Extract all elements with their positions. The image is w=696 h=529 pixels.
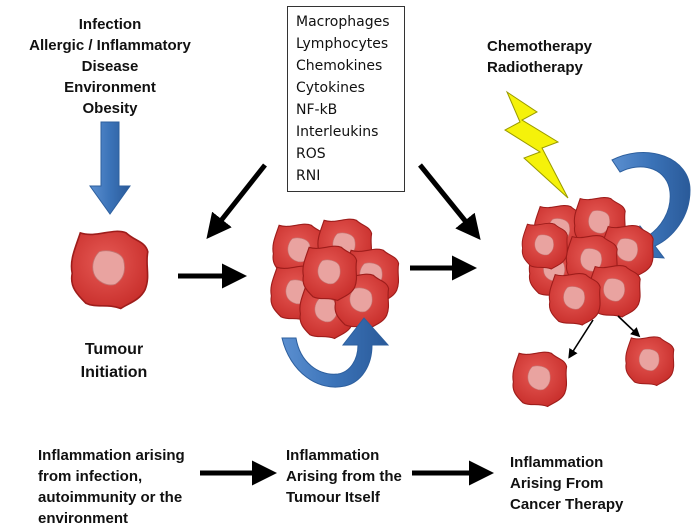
bottom-left-line: Inflammation arising bbox=[38, 447, 185, 464]
cause-environment: Environment bbox=[64, 79, 156, 96]
factor-item: Macrophages bbox=[296, 14, 390, 30]
factor-item: Interleukins bbox=[296, 124, 379, 140]
factor-item: NF-kB bbox=[296, 102, 338, 118]
bottom-label-infection: Inflammation arising from infection, aut… bbox=[38, 445, 238, 529]
arrow-factors-to-therapy bbox=[418, 163, 481, 240]
cause-obesity: Obesity bbox=[82, 100, 138, 117]
therapy-tumour-cluster bbox=[521, 197, 654, 326]
arrow-metastasis-left bbox=[568, 319, 594, 359]
bottom-middle-line: Arising from the bbox=[286, 468, 402, 485]
cause-list: Infection Allergic / Inflammatory Diseas… bbox=[0, 14, 220, 119]
arrow-factors-to-tumour bbox=[206, 163, 267, 240]
bottom-label-therapy: Inflammation Arising From Cancer Therapy bbox=[510, 452, 660, 515]
blue-down-arrow bbox=[89, 121, 131, 215]
therapy-radiotherapy: Radiotherapy bbox=[487, 59, 583, 76]
arrow-metastasis-right bbox=[617, 315, 641, 338]
bottom-middle-line: Inflammation bbox=[286, 447, 380, 464]
bottom-left-line: autoimmunity or the bbox=[38, 489, 183, 506]
cause-allergic-disease: Allergic / Inflammatory Disease bbox=[29, 37, 191, 75]
factor-item: Chemokines bbox=[296, 58, 383, 74]
bottom-right-line: Inflammation bbox=[510, 454, 604, 471]
bottom-right-line: Cancer Therapy bbox=[510, 496, 624, 513]
tumour-initiation-label: Tumour Initiation bbox=[54, 338, 174, 384]
tumour-cluster bbox=[270, 218, 400, 340]
blue-curve-arrow-therapy bbox=[611, 151, 691, 259]
factor-item: Lymphocytes bbox=[296, 36, 389, 52]
factor-item: Cytokines bbox=[296, 80, 365, 96]
initiation-cell bbox=[70, 230, 149, 310]
blue-cycle-arrow-tumour bbox=[281, 317, 390, 388]
therapy-list: Chemotherapy Radiotherapy bbox=[487, 36, 647, 78]
bottom-left-line: environment bbox=[38, 510, 129, 527]
bottom-left-line: from infection, bbox=[38, 468, 143, 485]
factor-item: RNI bbox=[296, 168, 321, 184]
metastatic-cell bbox=[625, 336, 675, 387]
metastatic-cell bbox=[512, 351, 568, 408]
bottom-right-line: Arising From bbox=[510, 475, 604, 492]
bottom-middle-line: Tumour Itself bbox=[286, 489, 380, 506]
bottom-label-tumour: Inflammation Arising from the Tumour Its… bbox=[286, 445, 436, 508]
initiation-line-2: Initiation bbox=[80, 364, 148, 381]
radiation-bolt-icon bbox=[504, 90, 569, 199]
initiation-line-1: Tumour bbox=[84, 341, 144, 358]
inflammatory-factors-box: Macrophages Lymphocytes Chemokines Cytok… bbox=[287, 6, 405, 192]
cause-infection: Infection bbox=[78, 16, 142, 33]
therapy-chemotherapy: Chemotherapy bbox=[487, 38, 593, 55]
factor-item: ROS bbox=[296, 146, 326, 162]
